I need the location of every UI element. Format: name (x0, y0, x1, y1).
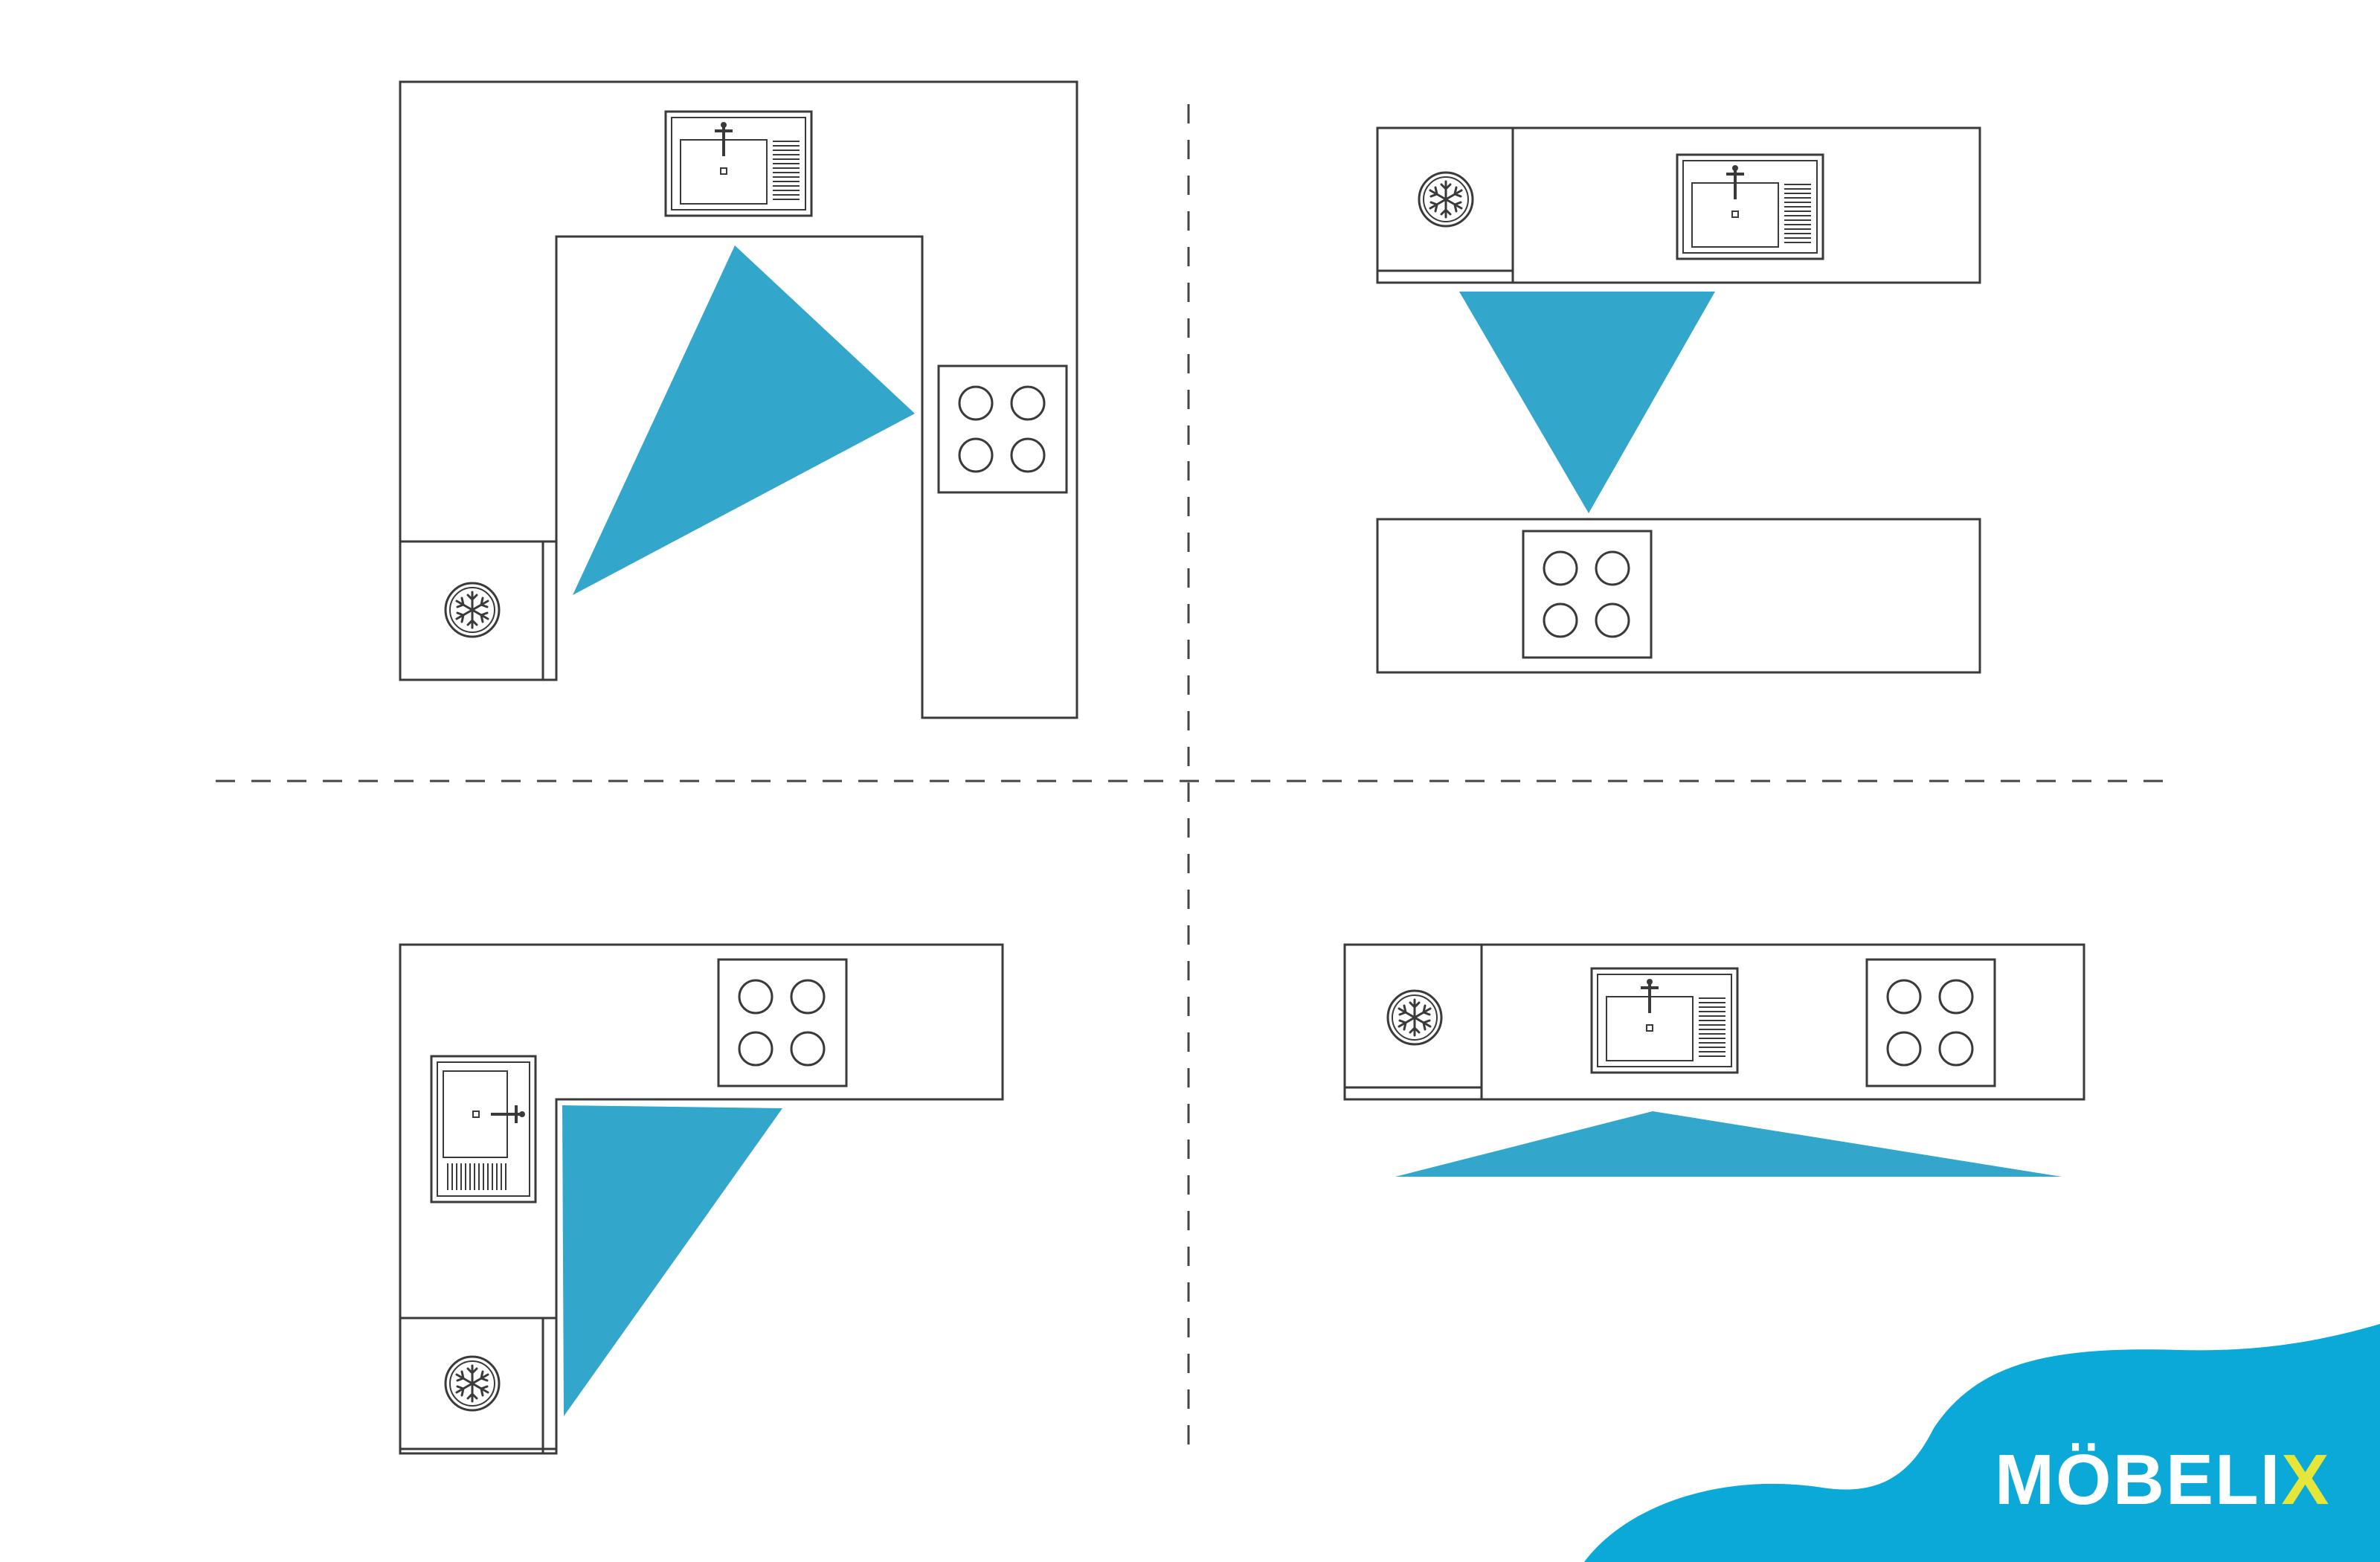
stove-icon (937, 364, 1068, 494)
sink-icon (1676, 153, 1824, 260)
brand-logo-main: MÖBELI (1995, 1440, 2281, 1520)
brand-logo: MÖBELIX (1995, 1440, 2330, 1520)
fridge-cabinet (399, 1317, 558, 1455)
layout-galley (1376, 126, 1981, 674)
layout-l-shape (399, 943, 1004, 1455)
sink-icon (1590, 967, 1739, 1074)
work-triangle (1395, 1111, 2062, 1177)
work-triangle (562, 1105, 782, 1416)
fridge-cabinet (1343, 943, 1483, 1101)
sink-icon (664, 110, 813, 217)
layout-single-line (1343, 943, 2085, 1177)
work-triangle (1459, 292, 1715, 513)
fridge-cabinet (1376, 126, 1514, 284)
brand-logo-accent: X (2281, 1440, 2330, 1520)
fridge-icon (444, 582, 501, 638)
fridge-icon (444, 1355, 501, 1412)
stove-icon (717, 958, 848, 1087)
fridge-icon (1386, 989, 1443, 1046)
work-triangle (573, 245, 915, 595)
fridge-icon (1418, 171, 1474, 228)
stove-icon (1522, 530, 1653, 659)
fridge-cabinet (399, 540, 558, 681)
stove-icon (1865, 958, 1996, 1087)
brand-wave (1584, 1324, 2380, 1562)
layout-u-shape (399, 80, 1078, 719)
sink-icon (430, 1055, 537, 1203)
